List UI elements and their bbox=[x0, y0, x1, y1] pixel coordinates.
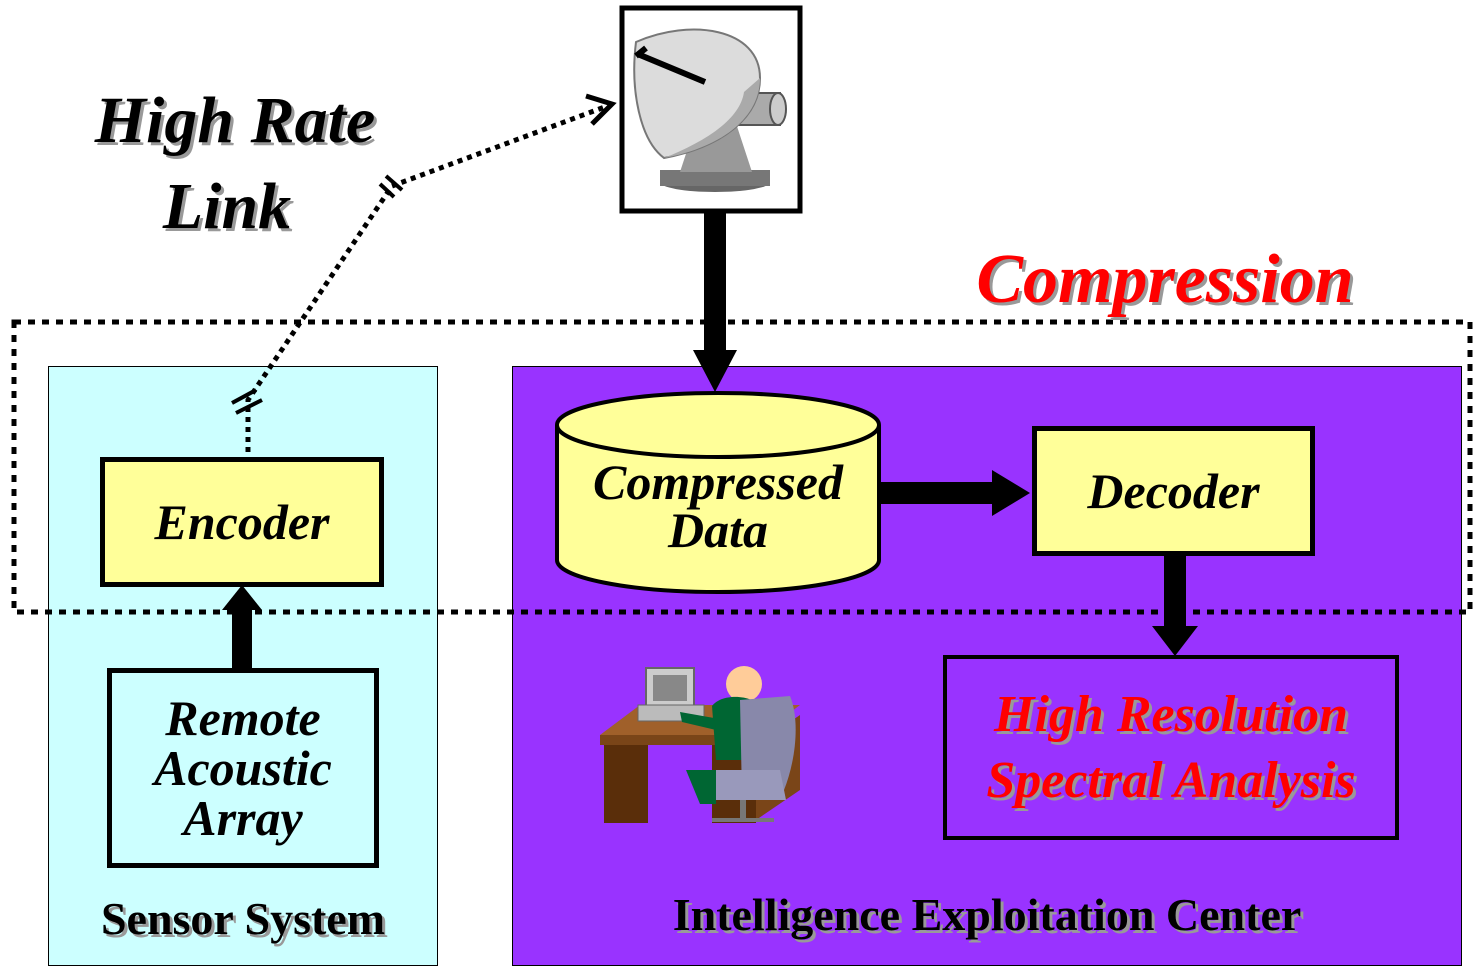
sensor-system-label: Sensor System bbox=[100, 893, 386, 944]
link-label-line2: Link bbox=[162, 170, 292, 243]
spectral-analysis-box: High Resolution Spectral Analysis bbox=[943, 655, 1399, 840]
remote-array-line3: Array bbox=[183, 790, 303, 846]
compressed-data-line1: Compressed bbox=[593, 454, 843, 510]
satellite-dish-icon bbox=[633, 28, 787, 192]
remote-array-line2: Acoustic bbox=[154, 740, 332, 796]
encoder-box: Encoder bbox=[100, 457, 384, 587]
arrow-dish-to-storage bbox=[704, 211, 726, 359]
decoder-box: Decoder bbox=[1032, 426, 1315, 556]
decoder-label: Decoder bbox=[1087, 463, 1260, 519]
analysis-line1: High Resolution bbox=[994, 685, 1348, 743]
compressed-data-line2: Data bbox=[668, 502, 768, 558]
compression-label: Compression bbox=[976, 241, 1354, 318]
remote-acoustic-array-box: Remote Acoustic Array bbox=[107, 668, 379, 868]
remote-array-line1: Remote bbox=[165, 690, 321, 746]
compressed-data-cylinder bbox=[555, 391, 881, 594]
high-rate-link-label: High Rate Link bbox=[50, 78, 420, 250]
analyst-workstation-icon bbox=[600, 666, 800, 823]
arrow-decoder-to-analysis bbox=[1164, 555, 1186, 631]
high-rate-link bbox=[245, 102, 611, 452]
link-label-line1: High Rate bbox=[94, 84, 376, 157]
arrow-storage-to-decoder bbox=[880, 482, 995, 504]
compressed-data-label: Compressed Data bbox=[557, 454, 879, 558]
analysis-line2: Spectral Analysis bbox=[986, 751, 1356, 809]
arrow-array-to-encoder bbox=[232, 605, 252, 673]
intelligence-center-label: Intelligence Exploitation Center bbox=[672, 889, 1302, 940]
compression-region bbox=[11, 319, 1473, 615]
encoder-label: Encoder bbox=[154, 494, 330, 550]
